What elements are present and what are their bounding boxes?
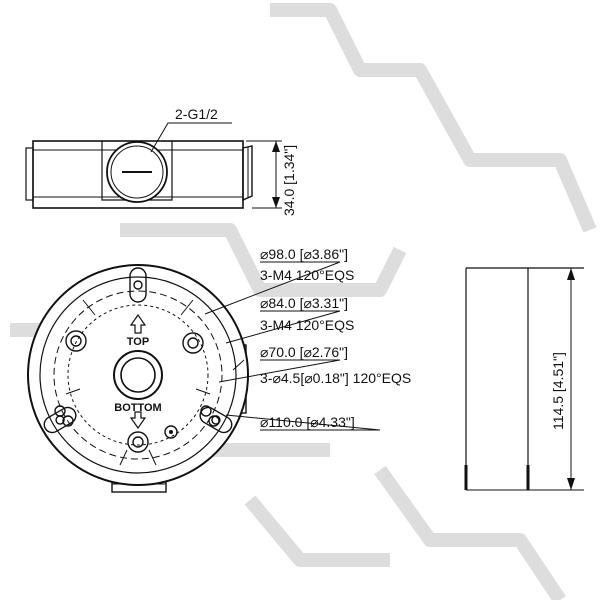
callout-d110: ⌀110.0 [⌀4.33"]	[260, 414, 355, 430]
center-hole	[113, 350, 163, 400]
callout-d70: ⌀70.0 [⌀2.76"]	[260, 344, 348, 360]
m4-boss	[127, 431, 149, 453]
pole-height-label: 114.5 [4.51"]	[550, 352, 566, 430]
pole-view	[464, 267, 584, 491]
hole-45	[200, 405, 220, 427]
side-view	[25, 122, 282, 209]
top-marker: TOP	[127, 336, 149, 348]
ring-84-dashed	[53, 290, 223, 460]
screw	[164, 425, 178, 439]
hole-45	[54, 405, 74, 427]
bottom-arrow-icon	[129, 411, 147, 430]
mounting-slot	[129, 267, 147, 303]
ring-98	[39, 276, 237, 474]
top-arrow-icon	[129, 313, 147, 334]
thread-label: 2-G1/2	[175, 106, 218, 122]
bottom-marker: BOTTOM	[114, 402, 161, 414]
m4-boss	[65, 330, 87, 352]
callout-m4-b: 3-M4 120°EQS	[260, 317, 354, 333]
m4-boss	[182, 332, 204, 354]
ring-70	[67, 304, 209, 446]
side-fitting	[242, 145, 253, 202]
callout-m4-a: 3-M4 120°EQS	[260, 267, 354, 283]
callout-d98: ⌀98.0 [⌀3.86"]	[260, 246, 348, 262]
callout-d84: ⌀84.0 [⌀3.31"]	[260, 295, 348, 311]
side-height-label: 34.0 [1.34"]	[281, 145, 297, 216]
outer-ring-110	[27, 264, 249, 486]
callout-holes: 3-⌀4.5[⌀0.18"] 120°EQS	[260, 370, 411, 386]
top-view	[27, 261, 381, 493]
callout-leaders	[204, 261, 381, 431]
ribs	[65, 299, 211, 466]
thread-leader	[150, 122, 232, 153]
